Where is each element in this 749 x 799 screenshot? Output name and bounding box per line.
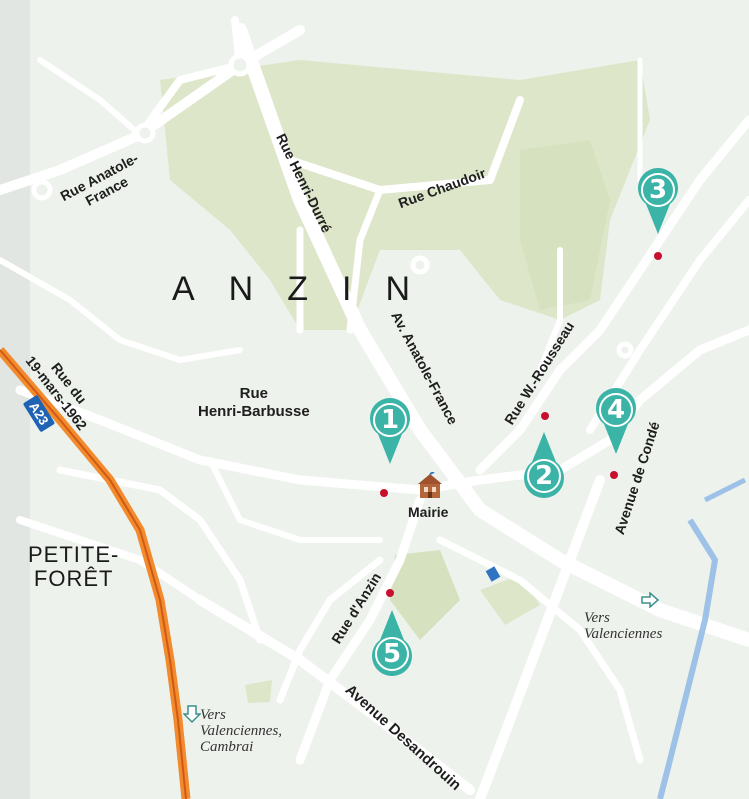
- water-square: [485, 566, 501, 582]
- marker-3[interactable]: 3: [636, 168, 680, 234]
- page-edge: [0, 0, 30, 799]
- park-tiny: [245, 680, 272, 703]
- marker-5-dot: [386, 589, 394, 597]
- marker-3-number: 3: [648, 175, 668, 205]
- direction-arrow-down-icon: [182, 704, 202, 724]
- marker-1-dot: [380, 489, 388, 497]
- canal: [657, 518, 719, 799]
- marker-5[interactable]: 5: [370, 610, 414, 676]
- marker-5-number: 5: [382, 639, 402, 669]
- town-name: ANZIN: [172, 270, 444, 308]
- direction-valenciennes: Vers Valenciennes: [584, 610, 663, 642]
- marker-1[interactable]: 1: [368, 398, 412, 464]
- mairie-label: Mairie: [408, 504, 449, 520]
- town-hall-icon[interactable]: [414, 471, 446, 500]
- marker-4-dot: [610, 471, 618, 479]
- marker-2-dot: [541, 412, 549, 420]
- marker-4[interactable]: 4: [594, 388, 638, 454]
- park-east: [520, 140, 610, 310]
- marker-3-dot: [654, 252, 662, 260]
- highway-a23-core: [0, 349, 187, 799]
- park-mairie: [390, 550, 460, 640]
- direction-valenciennes-cambrai: Vers Valenciennes, Cambrai: [200, 707, 283, 755]
- canal-branch: [703, 477, 747, 503]
- direction-arrow-icon: [640, 591, 660, 609]
- street-rue-henri-barbusse: Rue Henri-Barbusse: [198, 385, 310, 420]
- marker-2[interactable]: 2: [522, 432, 566, 498]
- place-name: PETITE- FORÊT: [28, 542, 120, 591]
- roundabouts: [31, 53, 634, 359]
- marker-2-number: 2: [534, 461, 554, 491]
- marker-4-number: 4: [606, 395, 626, 425]
- marker-1-number: 1: [380, 405, 400, 435]
